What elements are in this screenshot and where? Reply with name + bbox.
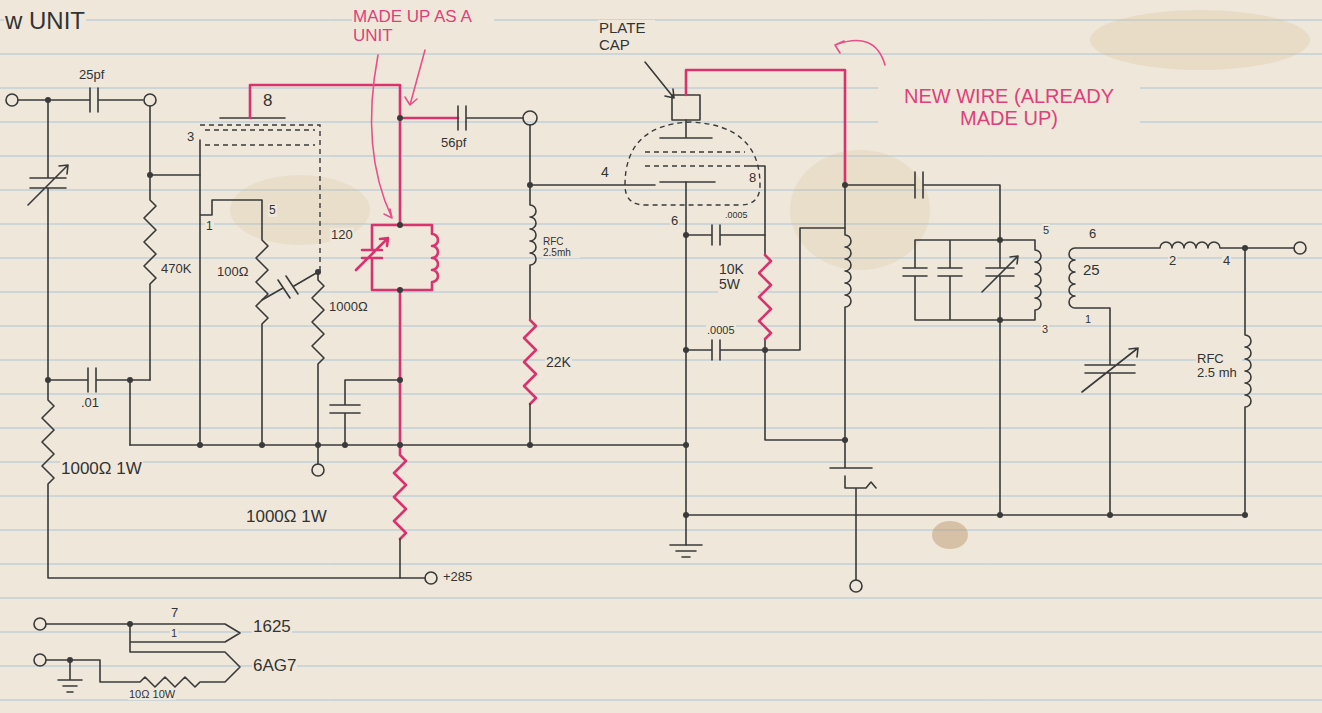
part-label: RFC 2.5 mh [1196, 352, 1242, 381]
plate-resistor [394, 290, 406, 539]
note-arrow [835, 41, 885, 66]
stain [932, 521, 968, 549]
part-label: 2 [1168, 254, 1177, 268]
grid-resistor [524, 320, 536, 404]
part-label: .01 [80, 396, 100, 410]
rf-choke [1245, 248, 1251, 515]
part-label: 6 [670, 214, 679, 228]
part-label: .0005 [706, 324, 736, 336]
part-label: 3 [1041, 323, 1049, 335]
part-label: .0005 [724, 211, 749, 221]
output-coupling [1069, 242, 1294, 515]
wire [399, 539, 401, 578]
resistor-symbol [312, 272, 324, 464]
bypass-capacitor [48, 368, 150, 445]
part-label: 10Ω 10W [128, 688, 176, 700]
part-label: 25 [1082, 262, 1101, 279]
plate-cap [672, 95, 700, 120]
part-label: RFC 2.5mh [542, 236, 580, 258]
screen-wire [745, 166, 845, 440]
bypass-capacitor [330, 380, 400, 445]
wire [529, 404, 531, 445]
part-label: 3 [186, 130, 195, 144]
part-label: 1 [205, 220, 214, 233]
resistor-symbol [42, 380, 425, 578]
part-label: 1625 [252, 618, 292, 637]
part-label: NEW WIRE (ALREADY MADE UP) [878, 85, 1140, 129]
part-label: 5 [1042, 224, 1050, 236]
heater-terminal [34, 654, 46, 666]
coupling-capacitor [845, 172, 1000, 240]
part-label: 5 [268, 204, 277, 217]
heater-wiring [46, 624, 240, 692]
part-label: 1000Ω 1W [60, 460, 143, 479]
grid-resistor [144, 106, 200, 380]
trimmer-capacitor [28, 100, 68, 380]
diagram-title: w UNIT [4, 8, 86, 34]
part-label: 56pf [440, 136, 467, 150]
part-label: 22K [545, 355, 572, 370]
input-terminal [6, 94, 18, 106]
part-label: 4 [1222, 254, 1231, 268]
part-label: 8 [262, 92, 273, 111]
part-label: 10K 5W [718, 262, 758, 293]
note-arrow [372, 50, 425, 218]
part-label: 470K [160, 262, 192, 276]
part-label: 4 [600, 165, 610, 180]
tube-envelope [200, 125, 320, 272]
ground-rail [686, 514, 1245, 516]
rf-choke [530, 125, 655, 320]
heater-terminal [34, 618, 46, 630]
part-label: PLATE CAP [598, 20, 655, 53]
terminal [523, 111, 537, 125]
screen-resistor [759, 255, 771, 339]
stain [1090, 10, 1310, 70]
plate-wire [250, 85, 458, 225]
part-label: 1000Ω [328, 300, 369, 314]
part-label: 1000Ω 1W [245, 508, 328, 527]
leader-arrow [645, 62, 674, 98]
part-label: 100Ω [216, 265, 249, 279]
terminal [144, 94, 156, 106]
tube-elements [660, 120, 715, 182]
part-label: 6AG7 [252, 657, 297, 676]
supply-terminal [425, 572, 437, 584]
tube-envelope [625, 122, 760, 205]
stain [230, 175, 370, 245]
ground-symbol [670, 545, 702, 557]
part-label: 25pf [78, 68, 105, 82]
tank-circuit [356, 225, 438, 290]
part-label: +285 [442, 570, 473, 584]
part-label: 7 [170, 606, 179, 620]
tube-plate [220, 117, 285, 119]
part-label: 1 [170, 627, 178, 639]
cathode-resistor [200, 140, 268, 445]
supply-terminal [850, 580, 862, 592]
part-label: 6 [1088, 227, 1097, 241]
junction-dots [45, 97, 1248, 663]
part-label: 120 [330, 228, 354, 242]
part-label: 8 [748, 171, 757, 185]
stain [790, 150, 930, 270]
input-capacitor [18, 88, 143, 112]
screen-capacitor [262, 272, 318, 300]
plate-choke [830, 185, 876, 580]
output-tank [903, 240, 1041, 515]
part-label: 1 [1084, 313, 1092, 325]
ground-rail [130, 444, 686, 446]
coupling-capacitor [458, 106, 523, 130]
part-label: MADE UP AS A UNIT [352, 8, 494, 45]
terminal [312, 464, 324, 476]
output-terminal [1294, 242, 1306, 254]
